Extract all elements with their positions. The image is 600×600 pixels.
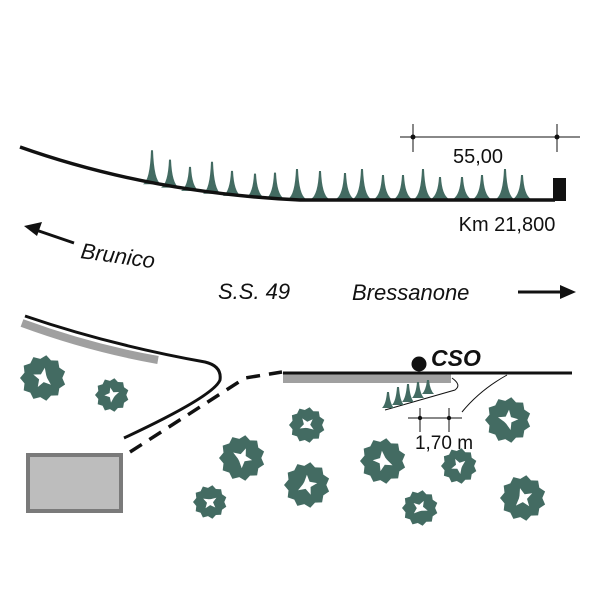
vegetation-spike — [181, 166, 199, 191]
dashed-access-path — [129, 370, 283, 454]
vegetation-spike — [311, 171, 329, 199]
vegetation-spike — [203, 161, 221, 194]
vegetation-spike — [392, 387, 404, 405]
vegetation-spike — [453, 177, 471, 199]
vegetation-spike — [143, 150, 161, 185]
left-road-edge — [24, 314, 222, 440]
vegetation-spike — [473, 175, 491, 199]
vegetation-spike — [414, 169, 432, 199]
bushes — [20, 355, 546, 526]
direction-left-label: Brunico — [79, 238, 156, 273]
dimension-top-label: 55,00 — [453, 146, 503, 168]
road-name-label: S.S. 49 — [218, 279, 290, 304]
embankment-vegetation — [382, 380, 434, 408]
upper-road-edge — [19, 145, 555, 202]
cso-point — [411, 356, 427, 372]
dimension-bottom-label: 1,70 m — [415, 433, 473, 454]
vegetation-spike — [353, 169, 371, 199]
bush-icon — [441, 448, 477, 484]
cso-label: CSO — [431, 345, 481, 371]
bush-icon — [360, 438, 406, 484]
vegetation-spike — [223, 170, 241, 196]
vegetation-spike — [394, 175, 412, 199]
bush-icon — [193, 485, 227, 519]
vegetation-spike — [374, 175, 392, 199]
wall-marker — [553, 178, 566, 201]
roadside-vegetation-row — [143, 150, 531, 199]
bush-icon — [485, 397, 531, 443]
vegetation-spike — [382, 392, 394, 408]
bush-icon — [289, 407, 325, 443]
arrow-left-icon — [24, 222, 75, 245]
vegetation-spike — [246, 173, 264, 198]
vegetation-spike — [402, 384, 414, 402]
vegetation-spike — [288, 168, 306, 199]
right-shoulder — [283, 373, 451, 383]
bush-icon — [219, 435, 265, 481]
vegetation-spike — [161, 159, 179, 188]
vegetation-spike — [336, 173, 354, 199]
vegetation-spike — [431, 177, 449, 199]
vegetation-spike — [496, 169, 514, 199]
bush-icon — [20, 355, 66, 401]
direction-right-label: Bressanone — [352, 280, 469, 305]
building — [26, 453, 123, 513]
left-shoulder — [20, 319, 159, 364]
bush-icon — [95, 378, 129, 412]
embankment-line-2 — [461, 374, 508, 413]
vegetation-spike — [513, 175, 531, 199]
dimension-line-bottom — [408, 408, 462, 432]
vegetation-spike — [422, 380, 434, 394]
bush-icon — [284, 462, 330, 508]
vegetation-spike — [412, 382, 424, 398]
bush-icon — [402, 490, 438, 526]
km-marker-label: Km 21,800 — [459, 214, 556, 236]
vegetation-spike — [266, 172, 284, 199]
arrow-right-icon — [518, 285, 576, 299]
bush-icon — [500, 475, 546, 521]
dimension-line-top — [400, 124, 580, 152]
embankment-line — [384, 377, 459, 411]
